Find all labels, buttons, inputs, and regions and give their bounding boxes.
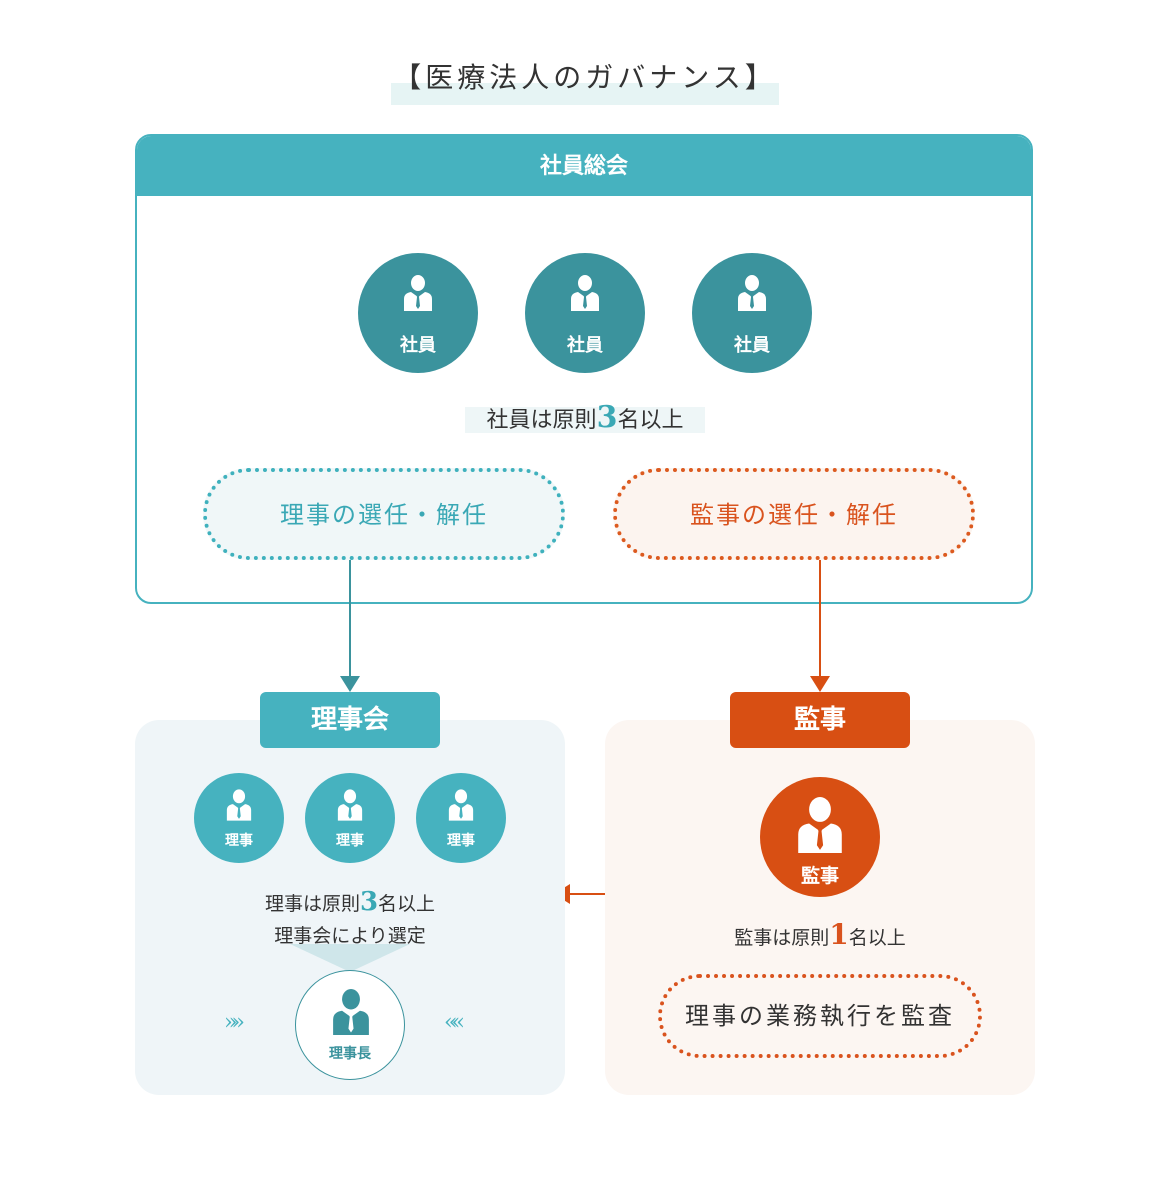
member-rule-prefix: 社員は原則 bbox=[486, 408, 597, 433]
person-icon bbox=[333, 989, 369, 1035]
person-icon bbox=[571, 275, 599, 311]
director-circle-3: 理事 bbox=[416, 773, 506, 863]
selection-funnel bbox=[290, 944, 410, 972]
member-rule-suffix: 名以上 bbox=[617, 408, 684, 433]
elect-auditor-pill: 監事の選任・解任 bbox=[613, 468, 975, 560]
chairman-label: 理事長 bbox=[329, 1046, 371, 1062]
director-circle-2: 理事 bbox=[305, 773, 395, 863]
director-rule-prefix: 理事は原則 bbox=[264, 893, 360, 915]
member-rule-highlight bbox=[465, 407, 705, 433]
director-rule-number: 3 bbox=[359, 887, 379, 917]
chairman-selection-text: 理事会により選定 bbox=[274, 925, 426, 947]
person-icon bbox=[226, 789, 252, 821]
member-rule-number: 3 bbox=[596, 400, 618, 435]
chevron-left-icon: «« bbox=[444, 1010, 465, 1035]
auditor-circle: 監事 bbox=[760, 777, 880, 897]
arrow-to-board-head bbox=[340, 676, 360, 692]
auditor-rule-prefix: 監事は原則 bbox=[734, 927, 830, 949]
person-icon bbox=[448, 789, 474, 821]
person-icon bbox=[738, 275, 766, 311]
board-tag: 理事会 bbox=[260, 692, 440, 748]
director-label: 理事 bbox=[225, 833, 253, 849]
auditor-rule: 監事は原則1名以上 bbox=[670, 918, 970, 955]
member-circle-2: 社員 bbox=[525, 253, 645, 373]
member-circle-1: 社員 bbox=[358, 253, 478, 373]
general-meeting-header: 社員総会 bbox=[137, 136, 1031, 196]
audit-duty-pill: 理事の業務執行を監査 bbox=[658, 974, 982, 1058]
auditor-tag: 監事 bbox=[730, 692, 910, 748]
member-label: 社員 bbox=[567, 335, 603, 356]
member-label: 社員 bbox=[734, 335, 770, 356]
chevron-right-icon: »» bbox=[224, 1010, 245, 1035]
person-icon bbox=[337, 789, 363, 821]
auditor-rule-suffix: 名以上 bbox=[848, 927, 906, 949]
director-rule: 理事は原則3名以上 bbox=[200, 885, 500, 921]
director-circle-1: 理事 bbox=[194, 773, 284, 863]
auditor-label: 監事 bbox=[800, 865, 839, 887]
director-rule-suffix: 名以上 bbox=[378, 893, 436, 915]
member-circle-3: 社員 bbox=[692, 253, 812, 373]
general-meeting-box: 社員総会 bbox=[135, 134, 1033, 604]
arrow-to-auditor-head bbox=[810, 676, 830, 692]
member-label: 社員 bbox=[400, 335, 436, 356]
director-label: 理事 bbox=[336, 833, 364, 849]
person-icon bbox=[404, 275, 432, 311]
chairman-circle: 理事長 bbox=[295, 970, 405, 1080]
person-icon bbox=[798, 797, 842, 853]
member-rule: 社員は原則3名以上 bbox=[435, 397, 735, 442]
director-label: 理事 bbox=[447, 833, 475, 849]
page-title: 【医療法人のガバナンス】 bbox=[393, 61, 777, 94]
elect-directors-pill: 理事の選任・解任 bbox=[203, 468, 565, 560]
auditor-rule-number: 1 bbox=[829, 918, 849, 951]
title-highlight bbox=[391, 83, 779, 105]
